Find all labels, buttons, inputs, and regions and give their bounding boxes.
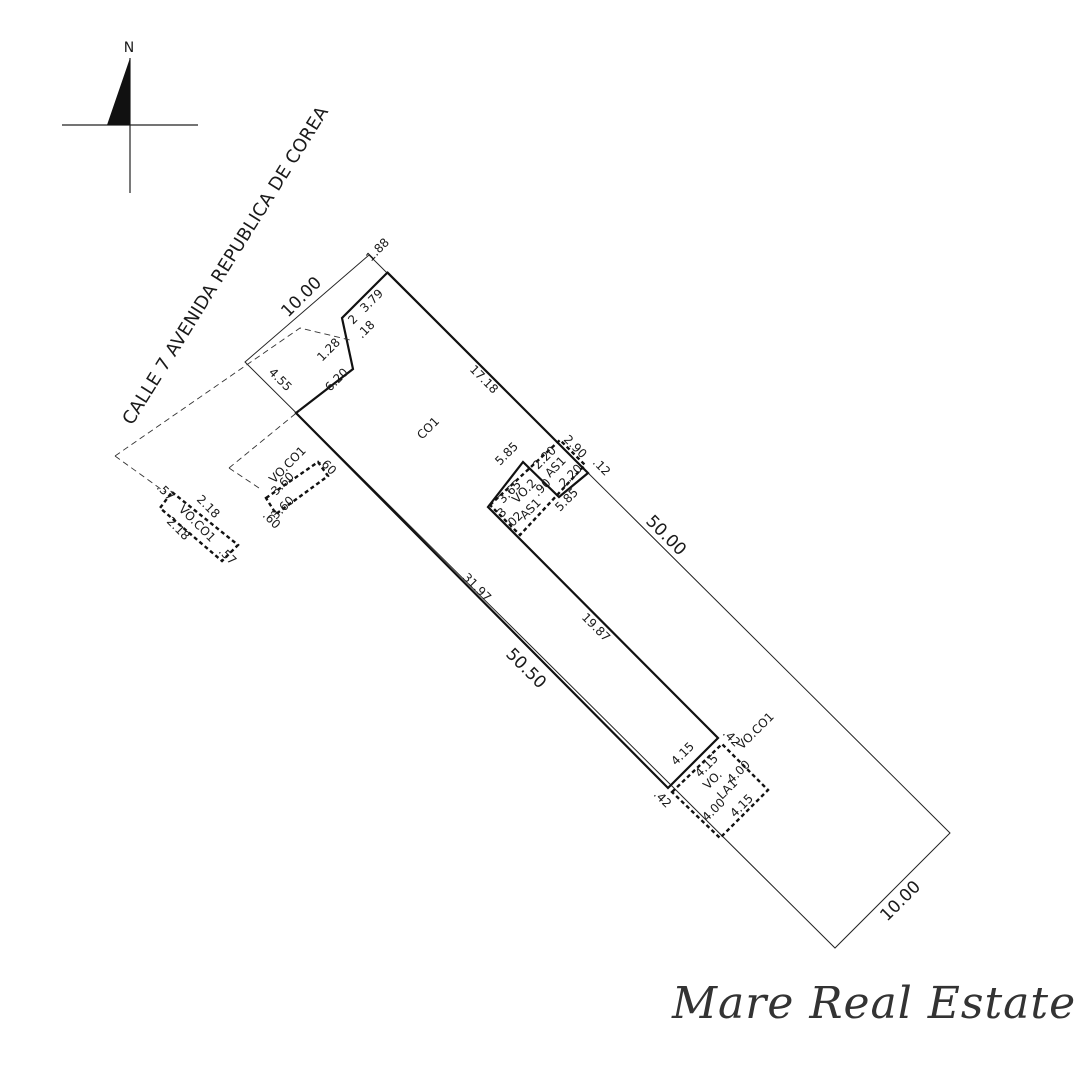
lot-right-length: 50.00 [641, 511, 690, 560]
detail-leader-a [114, 327, 351, 457]
dim-left-upper: 31.97 [460, 570, 494, 604]
detail-box-b [264, 460, 330, 516]
lot-left-length: 50.50 [501, 644, 550, 693]
dim-bottom-offset: .42 [651, 787, 674, 810]
building-label: CO1 [414, 414, 442, 442]
dim-step-a: 5.85 [492, 439, 521, 468]
lot-back-width: 10.00 [876, 877, 925, 926]
dim-front: 6.20 [322, 365, 351, 394]
brand-signature: Mare Real Estate [671, 978, 1076, 1029]
lot-front-width: 10.00 [277, 273, 326, 322]
detail-b-l5: 3.60 [268, 493, 297, 522]
detail-b-l3: .60 [316, 454, 339, 477]
detail-leader-b [228, 409, 301, 469]
dim-step-c: .12 [590, 455, 613, 478]
dim-step-b: 2.90 [561, 432, 590, 461]
detail-a-l5: .57 [216, 544, 239, 567]
dim-notch-b: 3.79 [357, 286, 386, 315]
detail-box-a [158, 490, 240, 563]
detail-d-l1: VO.CO1 [734, 710, 777, 753]
detail-box-d [670, 742, 770, 840]
detail-leader-b2 [228, 467, 263, 491]
compass-label: N [124, 40, 134, 56]
north-arrow-icon: N [62, 40, 198, 193]
dim-top-offset: 1.88 [363, 235, 392, 264]
dim-notch-d: 1.28 [314, 335, 343, 364]
dim-notch-a: 2 [345, 312, 360, 327]
detail-leader-a2 [114, 455, 166, 493]
lot-boundary [244, 254, 951, 949]
dim-front-offset: 4.55 [266, 365, 295, 394]
dim-upper-right: 17.18 [467, 362, 501, 396]
detail-box-c [488, 438, 587, 537]
detail-c-l8: 5.85 [552, 485, 581, 514]
detail-a-l1: .57 [154, 480, 177, 503]
